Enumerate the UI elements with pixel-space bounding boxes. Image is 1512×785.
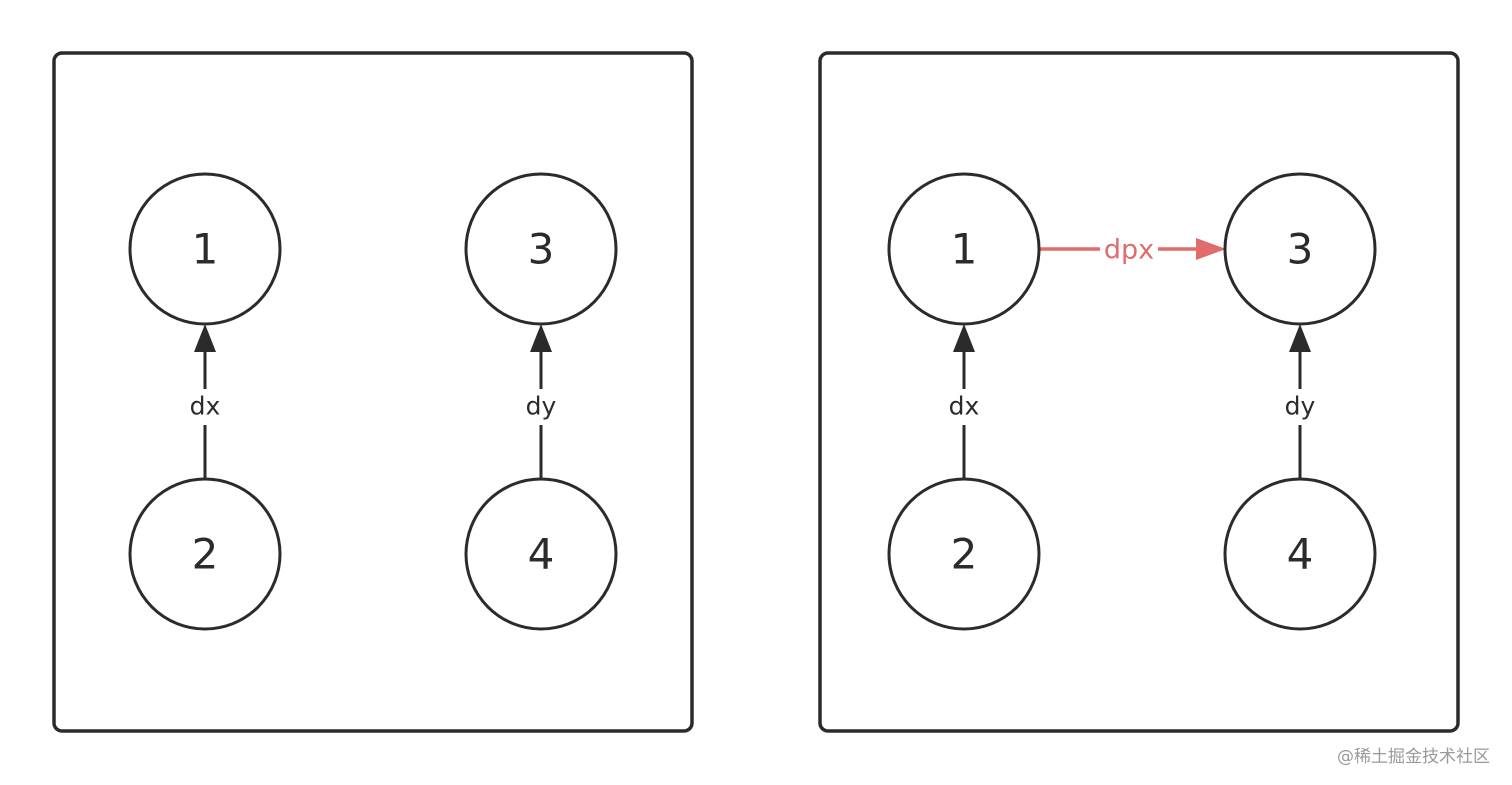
edge-2-to-1: dx (943, 324, 985, 478)
node-2-circle (128, 477, 282, 631)
edge-2-to-1-label-bg (184, 389, 226, 425)
panel-right-frame (818, 51, 1460, 733)
edge-1-to-3: dpx (1039, 232, 1226, 268)
edge-1-to-3-arrowhead (1196, 238, 1226, 260)
edge-1-to-3-label-bg (1100, 232, 1158, 268)
node-3: 3 (1223, 172, 1377, 326)
node-1: 1 (128, 172, 282, 326)
node-3-circle (1223, 172, 1377, 326)
node-2: 2 (128, 477, 282, 631)
node-4: 4 (464, 477, 618, 631)
edge-4-to-3-label: dy (526, 392, 557, 421)
node-2-label: 2 (192, 530, 219, 579)
node-1-label: 1 (951, 225, 978, 274)
node-3-label: 3 (528, 225, 555, 274)
node-2: 2 (887, 477, 1041, 631)
node-3-label: 3 (1287, 225, 1314, 274)
node-3-circle (464, 172, 618, 326)
node-3: 3 (464, 172, 618, 326)
edge-1-to-3-label: dpx (1104, 235, 1154, 266)
node-2-label: 2 (951, 530, 978, 579)
edge-4-to-3-arrowhead (1289, 324, 1311, 352)
edge-4-to-3-label-bg (1279, 389, 1321, 425)
edge-2-to-1-label: dx (190, 392, 221, 421)
edge-4-to-3-label-bg (520, 389, 562, 425)
edge-4-to-3: dy (1279, 324, 1321, 478)
node-1-circle (128, 172, 282, 326)
edge-2-to-1: dx (184, 324, 226, 478)
watermark-text: @稀土掘金技术社区 (1337, 747, 1490, 767)
node-2-circle (887, 477, 1041, 631)
edge-4-to-3-label: dy (1285, 392, 1316, 421)
edge-2-to-1-arrowhead (194, 324, 216, 352)
node-4-circle (464, 477, 618, 631)
panel-left-frame (52, 51, 694, 733)
node-4-circle (1223, 477, 1377, 631)
edge-2-to-1-label: dx (949, 392, 980, 421)
node-4: 4 (1223, 477, 1377, 631)
edge-2-to-1-arrowhead (953, 324, 975, 352)
edge-2-to-1-label-bg (943, 389, 985, 425)
panel-left: dx dy 1 2 3 4 (52, 51, 694, 733)
panel-right: dx dy dpx 1 2 3 (818, 51, 1460, 733)
node-1-circle (887, 172, 1041, 326)
node-1-label: 1 (192, 225, 219, 274)
node-4-label: 4 (1287, 530, 1314, 579)
node-1: 1 (887, 172, 1041, 326)
node-4-label: 4 (528, 530, 555, 579)
edge-4-to-3-arrowhead (530, 324, 552, 352)
edge-4-to-3: dy (520, 324, 562, 478)
